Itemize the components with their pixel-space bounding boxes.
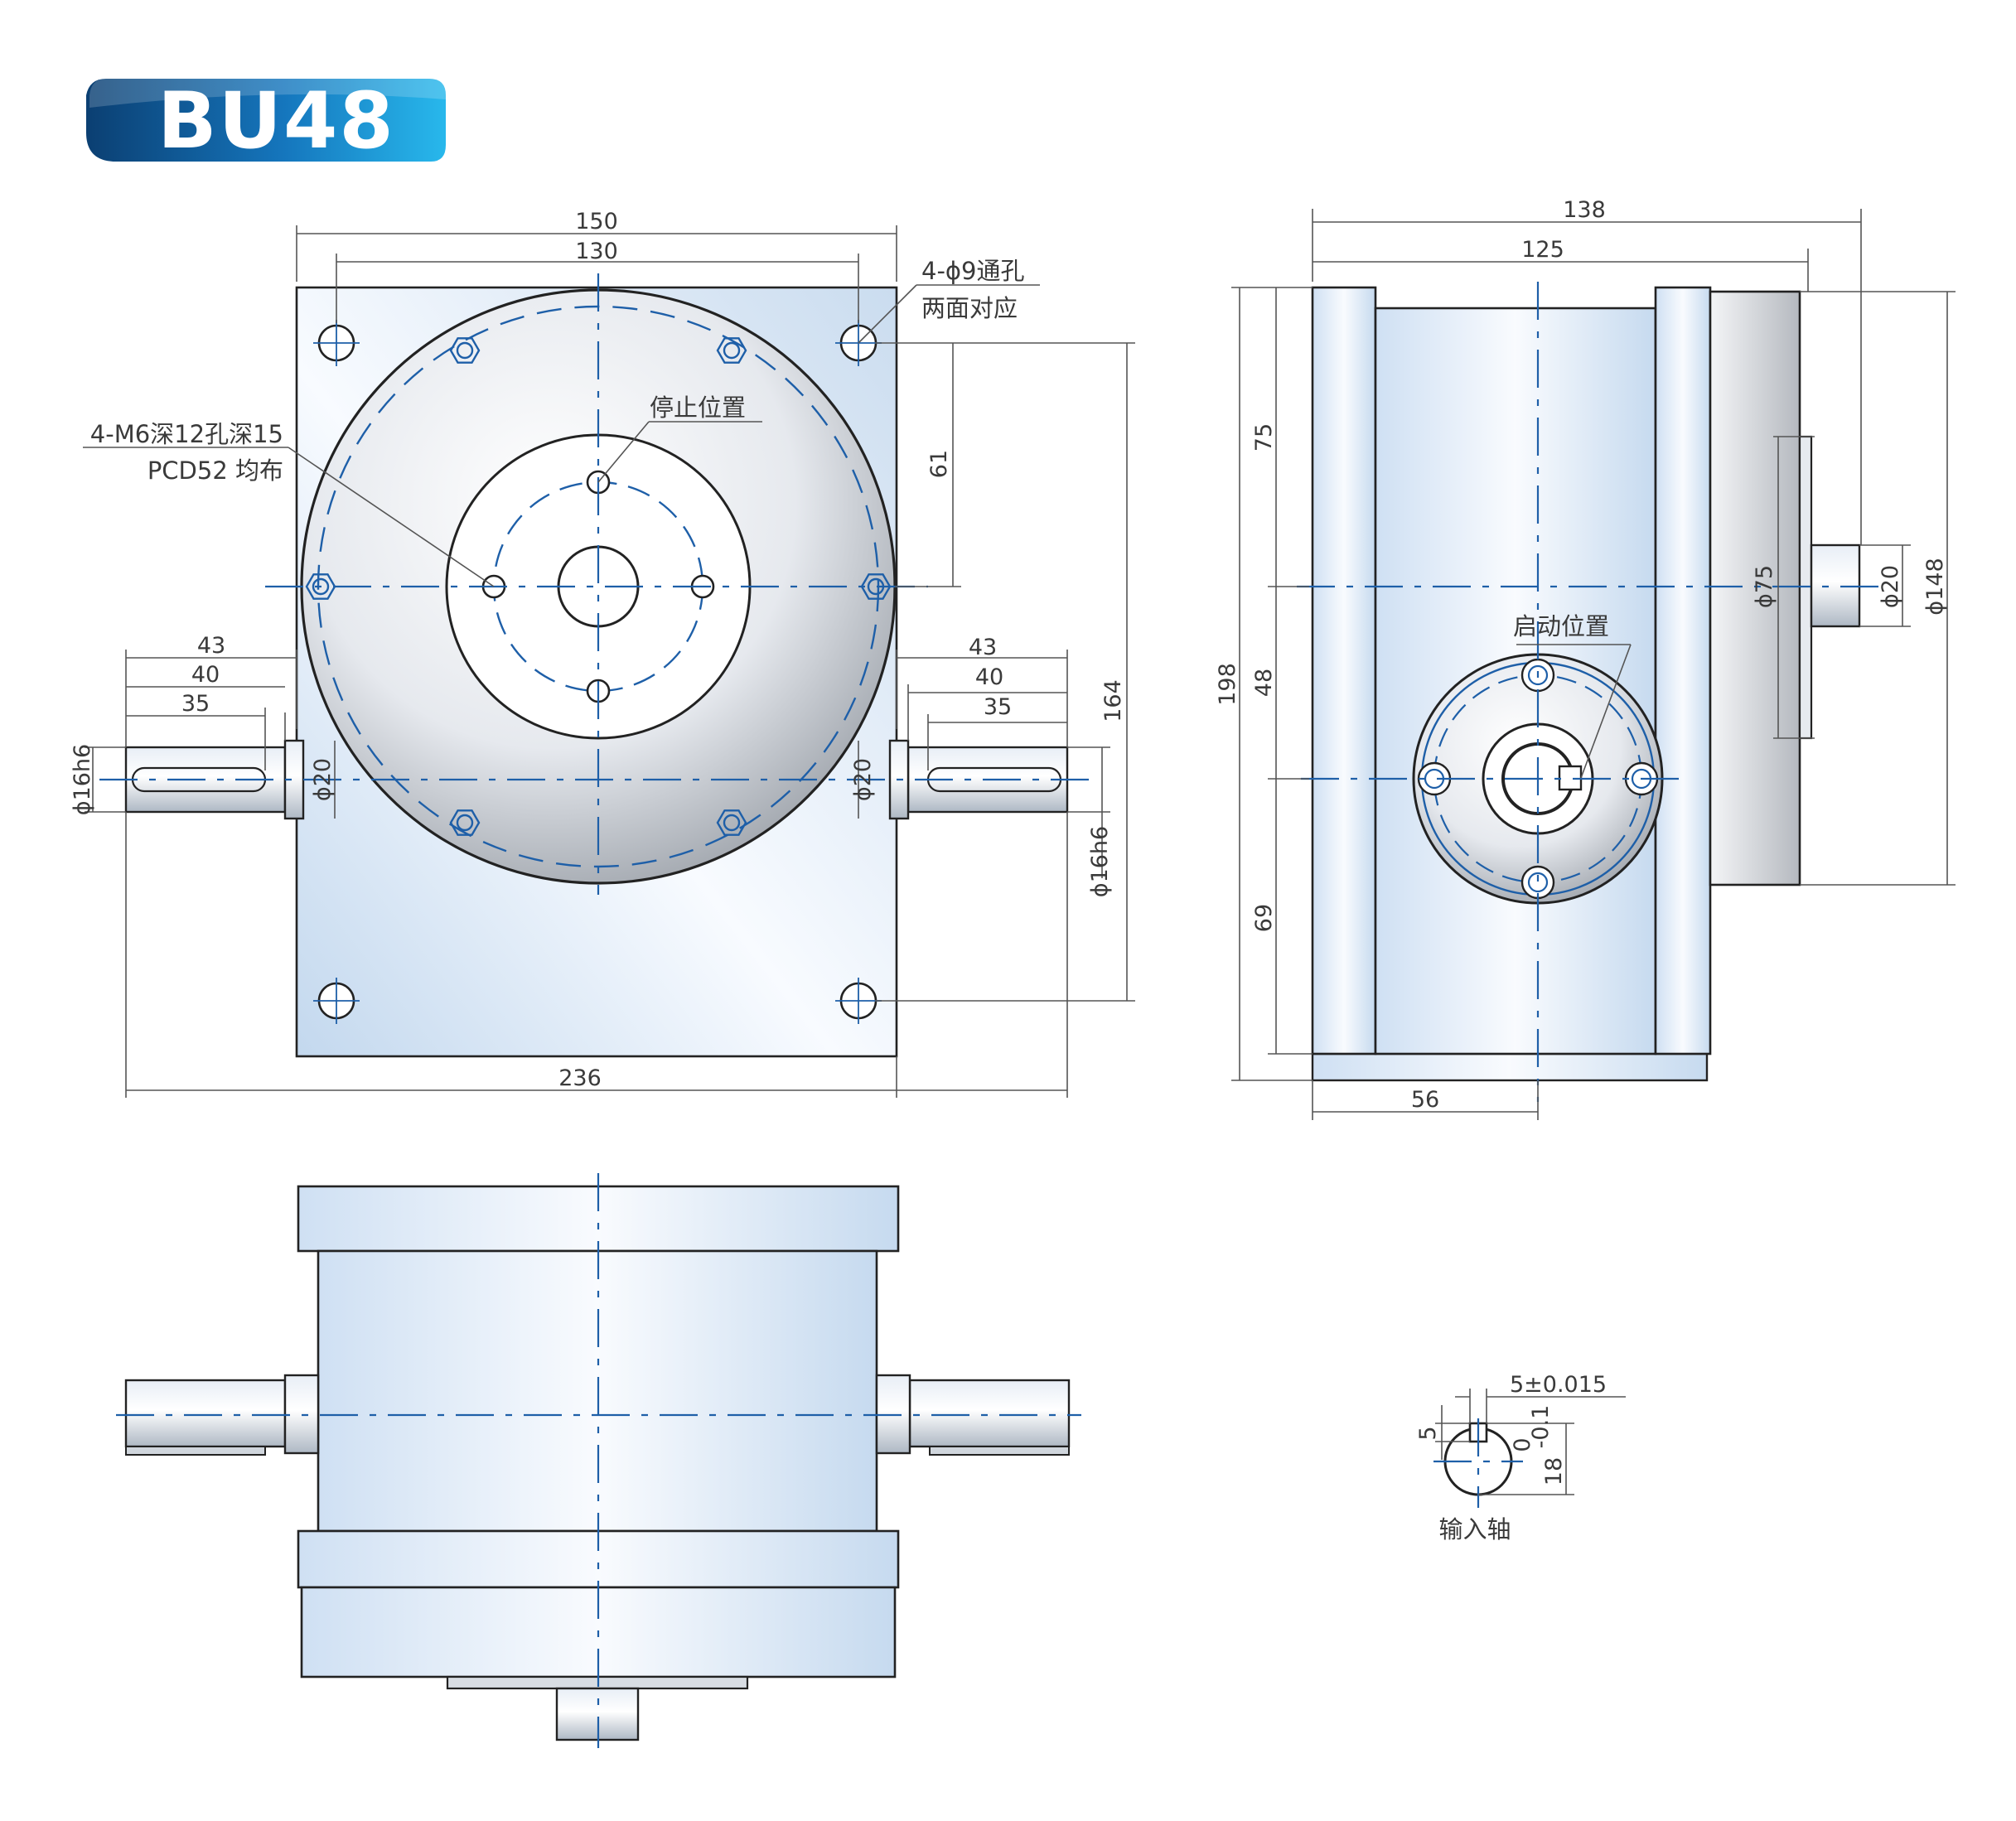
- keyway-width: 5±0.015: [1510, 1372, 1607, 1398]
- note-both-sides: 两面对应: [921, 294, 1018, 322]
- bottom-right-shaft: [875, 1374, 1071, 1456]
- dim-left-collar-dia: ϕ20: [310, 758, 336, 801]
- dim-125: 125: [1521, 237, 1564, 263]
- front-view: 150 130 236 164 61 43 40 35 43 40 35 ϕ16…: [70, 209, 1135, 1098]
- note-through-holes: 4-ϕ9通孔: [921, 257, 1025, 285]
- side-base-strip: [1311, 1052, 1709, 1082]
- keyway-dia: 18: [1541, 1457, 1567, 1485]
- keyway-tol-lower: -0.1: [1528, 1405, 1554, 1449]
- dim-69: 69: [1251, 904, 1277, 932]
- note-tapped-holes: 4-M6深12孔深15: [90, 420, 283, 448]
- dim-48: 48: [1251, 669, 1277, 697]
- title-badge: BU48: [86, 76, 446, 167]
- dim-56: 56: [1411, 1087, 1439, 1113]
- keyway-detail: 5±0.015 5 18 0 -0.1 输入轴: [1415, 1372, 1626, 1543]
- dim-138: 138: [1563, 197, 1606, 223]
- dim-right-35: 35: [984, 694, 1012, 720]
- note-pcd: PCD52 均布: [147, 456, 283, 485]
- dim-left-shaft-dia: ϕ16h6: [70, 744, 95, 815]
- input-shaft-label: 输入轴: [1438, 1515, 1511, 1543]
- dim-150: 150: [575, 209, 618, 234]
- dim-right-40: 40: [975, 664, 1003, 690]
- dim-dia-148: ϕ148: [1922, 558, 1948, 615]
- side-view: 138 125 198 75 48 69 56 ϕ75 ϕ20 ϕ148 启动位…: [1215, 197, 1956, 1120]
- dim-236: 236: [558, 1065, 602, 1091]
- dim-198: 198: [1215, 663, 1240, 706]
- bottom-view: [116, 1173, 1081, 1748]
- dim-left-35: 35: [181, 691, 210, 717]
- side-left-flange: [1311, 286, 1377, 1055]
- keyway-depth: 5: [1415, 1426, 1441, 1440]
- dim-164: 164: [1100, 679, 1126, 722]
- dim-right-collar-dia: ϕ20: [850, 758, 876, 801]
- dim-75: 75: [1251, 423, 1277, 452]
- side-right-flange: [1654, 286, 1712, 1055]
- dim-61: 61: [926, 450, 952, 478]
- product-title: BU48: [157, 76, 395, 167]
- dim-left-40: 40: [191, 662, 220, 688]
- note-stop-position: 停止位置: [650, 394, 746, 422]
- dim-left-43: 43: [197, 633, 225, 659]
- dim-130: 130: [575, 239, 618, 264]
- front-dimension-lines: [83, 225, 1135, 1098]
- note-start-position: 启动位置: [1513, 612, 1609, 640]
- keyway-tol-upper: 0: [1510, 1437, 1535, 1451]
- dim-dia-20: ϕ20: [1878, 565, 1903, 608]
- side-dimension-lines: [1231, 209, 1956, 1120]
- bottom-left-shaft: [124, 1374, 320, 1456]
- dim-right-shaft-dia: ϕ16h6: [1087, 826, 1113, 897]
- dim-dia-75: ϕ75: [1752, 565, 1777, 608]
- dim-right-43: 43: [969, 635, 997, 660]
